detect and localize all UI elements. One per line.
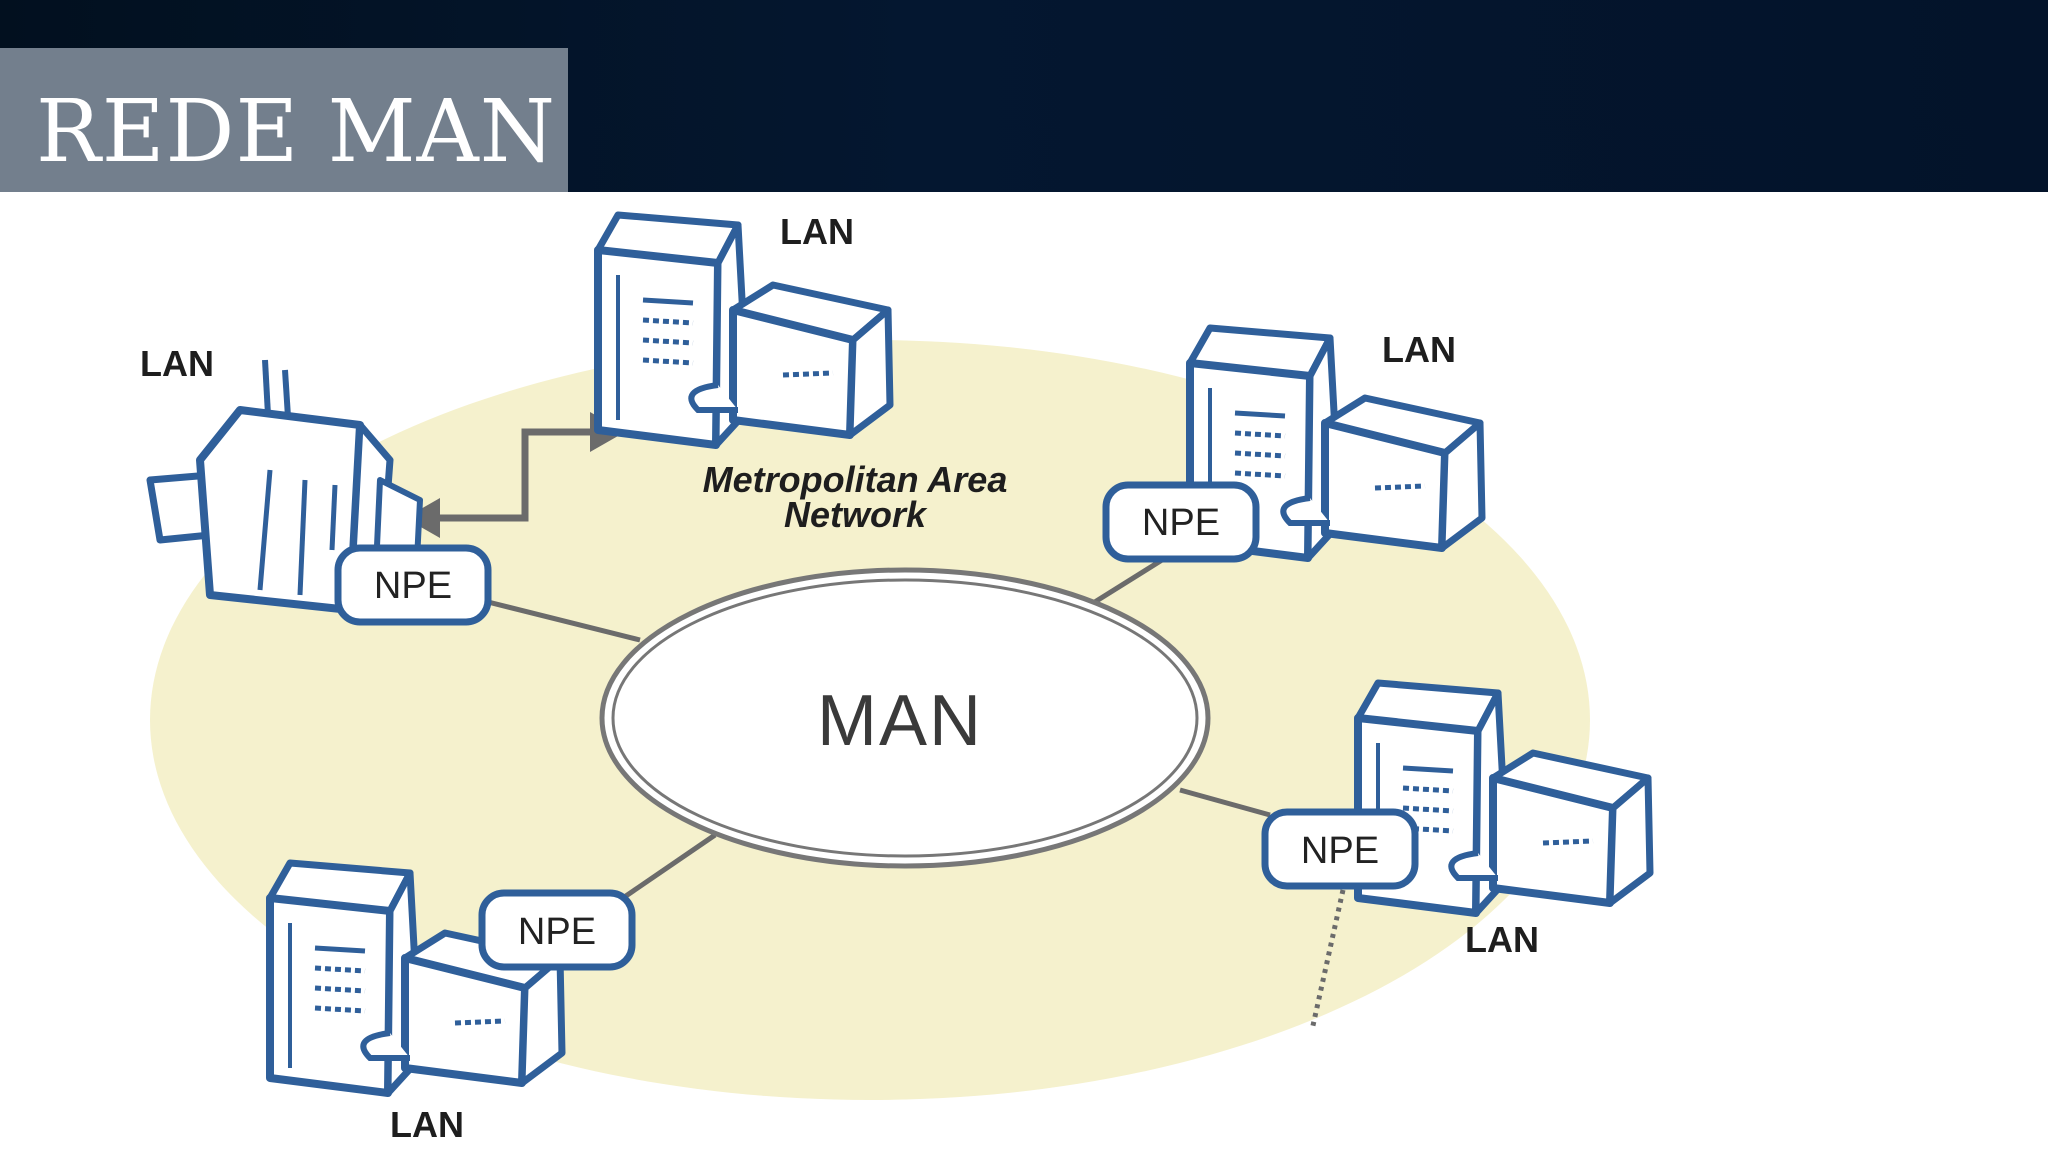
lan-label-lower-left: LAN <box>390 1104 464 1145</box>
npe-label-lower-left: NPE <box>518 911 596 953</box>
lan-label-upper-right: LAN <box>1382 329 1456 370</box>
man-diagram: MAN Metropolitan Area Network LAN LAN NP… <box>140 211 2048 1145</box>
man-ring-outer <box>599 567 1211 869</box>
network-caption-line2: Network <box>784 494 928 535</box>
lan-label-top: LAN <box>780 211 854 252</box>
lan-label-lower-right: LAN <box>1465 919 1539 960</box>
npe-label-upper-left: NPE <box>374 565 452 607</box>
npe-label-upper-right: NPE <box>1142 502 1220 544</box>
slide-title: REDE MAN <box>36 82 557 182</box>
title-box <box>0 48 568 192</box>
man-label: MAN <box>817 681 983 761</box>
arrow-head-left-icon <box>405 498 440 538</box>
npe-label-lower-right: NPE <box>1301 830 1379 872</box>
link-lower-right <box>1179 787 1271 818</box>
network-caption-line1: Metropolitan Area <box>703 459 1008 500</box>
link-lower-left <box>618 832 717 903</box>
link-upper-right <box>1088 557 1164 608</box>
lan-label-upper-left: LAN <box>140 343 214 384</box>
link-upper-left <box>479 597 641 643</box>
double-arrow <box>425 428 600 522</box>
man-ring-inner <box>611 578 1199 858</box>
dotted-link <box>1309 889 1346 1031</box>
